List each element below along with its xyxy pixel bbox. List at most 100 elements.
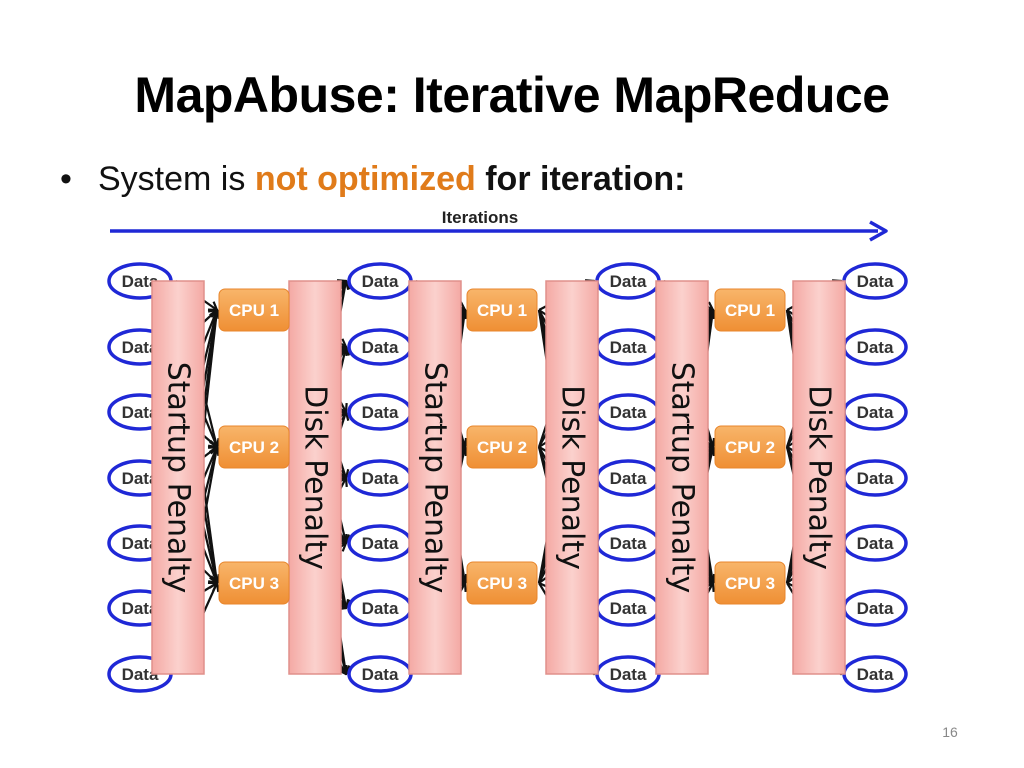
bullet-highlight: not optimized [254, 160, 476, 198]
data-label: Data [122, 403, 159, 422]
cpu-label: CPU 2 [229, 438, 279, 457]
penalty-rect [792, 280, 846, 675]
data-node: Data [595, 589, 661, 627]
data-node: Data [347, 524, 413, 562]
data-label: Data [857, 665, 894, 684]
data-node: Data [347, 655, 413, 693]
connector-layer [174, 279, 846, 676]
data-node: Data [347, 459, 413, 497]
data-label: Data [610, 338, 647, 357]
cpu-rect [218, 425, 290, 469]
cpu-rect [218, 561, 290, 605]
data-label: Data [610, 469, 647, 488]
data-label: Data [122, 338, 159, 357]
data-label: Data [362, 469, 399, 488]
map-connector-head [208, 581, 220, 593]
data-label: Data [362, 534, 399, 553]
cpu-label: CPU 3 [477, 574, 527, 593]
penalty-label: Startup Penalty [665, 362, 700, 594]
cpu-rect [466, 561, 538, 605]
slide-title: MapAbuse: Iterative MapReduce [134, 67, 890, 123]
startup-penalty-bar: Startup Penalty [151, 280, 205, 675]
data-label: Data [362, 338, 399, 357]
disk-penalty-bar: Disk Penalty [288, 280, 342, 675]
cpu-label: CPU 1 [477, 301, 527, 320]
data-node: Data [347, 393, 413, 431]
cpu-box: CPU 2 [714, 425, 786, 469]
data-label: Data [610, 665, 647, 684]
data-node: Data [595, 655, 661, 693]
penalty-label: Disk Penalty [555, 385, 590, 570]
data-node: Data [842, 524, 908, 562]
data-label: Data [362, 665, 399, 684]
data-node: Data [595, 524, 661, 562]
data-node: Data [347, 328, 413, 366]
bullet-dot-icon: • [60, 160, 72, 198]
data-label: Data [122, 469, 159, 488]
cpu-rect [714, 561, 786, 605]
data-label: Data [610, 403, 647, 422]
cpu-label: CPU 2 [477, 438, 527, 457]
iterations-label: Iterations [442, 208, 519, 227]
penalty-label: Startup Penalty [161, 362, 196, 594]
cpu-box: CPU 3 [714, 561, 786, 605]
data-label: Data [362, 272, 399, 291]
cpu-label: CPU 1 [725, 301, 775, 320]
data-node: Data [595, 459, 661, 497]
data-node: Data [842, 393, 908, 431]
cpu-rect [466, 288, 538, 332]
cpu-box: CPU 1 [466, 288, 538, 332]
cpu-label: CPU 2 [725, 438, 775, 457]
iterations-timeline: Iterations [110, 208, 888, 242]
penalty-layer: Startup Penalty Disk Penalty Startup Penal… [151, 280, 846, 675]
bullet-point: • System is not optimized for iteration: [60, 160, 685, 199]
data-node: Data [347, 262, 413, 300]
penalty-label: Disk Penalty [802, 385, 837, 570]
data-node: Data [595, 328, 661, 366]
disk-penalty-bar: Disk Penalty [545, 280, 599, 675]
penalty-rect [288, 280, 342, 675]
cpu-rect [714, 288, 786, 332]
cpu-box: CPU 2 [466, 425, 538, 469]
startup-penalty-bar: Startup Penalty [408, 280, 462, 675]
data-label: Data [122, 534, 159, 553]
data-node: Data [842, 589, 908, 627]
cpu-box: CPU 3 [218, 561, 290, 605]
cpu-label: CPU 1 [229, 301, 279, 320]
cpu-box: CPU 2 [218, 425, 290, 469]
data-label: Data [610, 599, 647, 618]
bullet-suffix: for iteration: [475, 160, 686, 198]
data-label: Data [857, 403, 894, 422]
cpu-label: CPU 3 [725, 574, 775, 593]
disk-penalty-bar: Disk Penalty [792, 280, 846, 675]
penalty-label: Disk Penalty [298, 385, 333, 570]
cpu-rect [466, 425, 538, 469]
penalty-rect [408, 280, 462, 675]
data-label: Data [122, 599, 159, 618]
penalty-label: Startup Penalty [418, 362, 453, 594]
data-node: Data [842, 655, 908, 693]
data-node: Data [595, 262, 661, 300]
data-node: Data [842, 262, 908, 300]
cpu-box: CPU 3 [466, 561, 538, 605]
data-label: Data [857, 599, 894, 618]
penalty-rect [655, 280, 709, 675]
cpu-rect [714, 425, 786, 469]
penalty-rect [151, 280, 205, 675]
cpu-label: CPU 3 [229, 574, 279, 593]
cpu-layer: CPU 1 CPU 2 CPU 3 CPU 1 CPU 2 CPU 3 CPU 1 CPU 2… [218, 288, 786, 605]
data-label: Data [857, 338, 894, 357]
cpu-box: CPU 1 [714, 288, 786, 332]
data-node: Data [842, 328, 908, 366]
bullet-prefix: System is [98, 160, 255, 198]
page-number: 16 [942, 724, 958, 740]
data-label: Data [610, 534, 647, 553]
data-label: Data [857, 534, 894, 553]
reduce-connector-head [339, 279, 351, 290]
data-node: Data [842, 459, 908, 497]
penalty-rect [545, 280, 599, 675]
data-label: Data [857, 272, 894, 291]
data-label: Data [122, 272, 159, 291]
cpu-box: CPU 1 [218, 288, 290, 332]
